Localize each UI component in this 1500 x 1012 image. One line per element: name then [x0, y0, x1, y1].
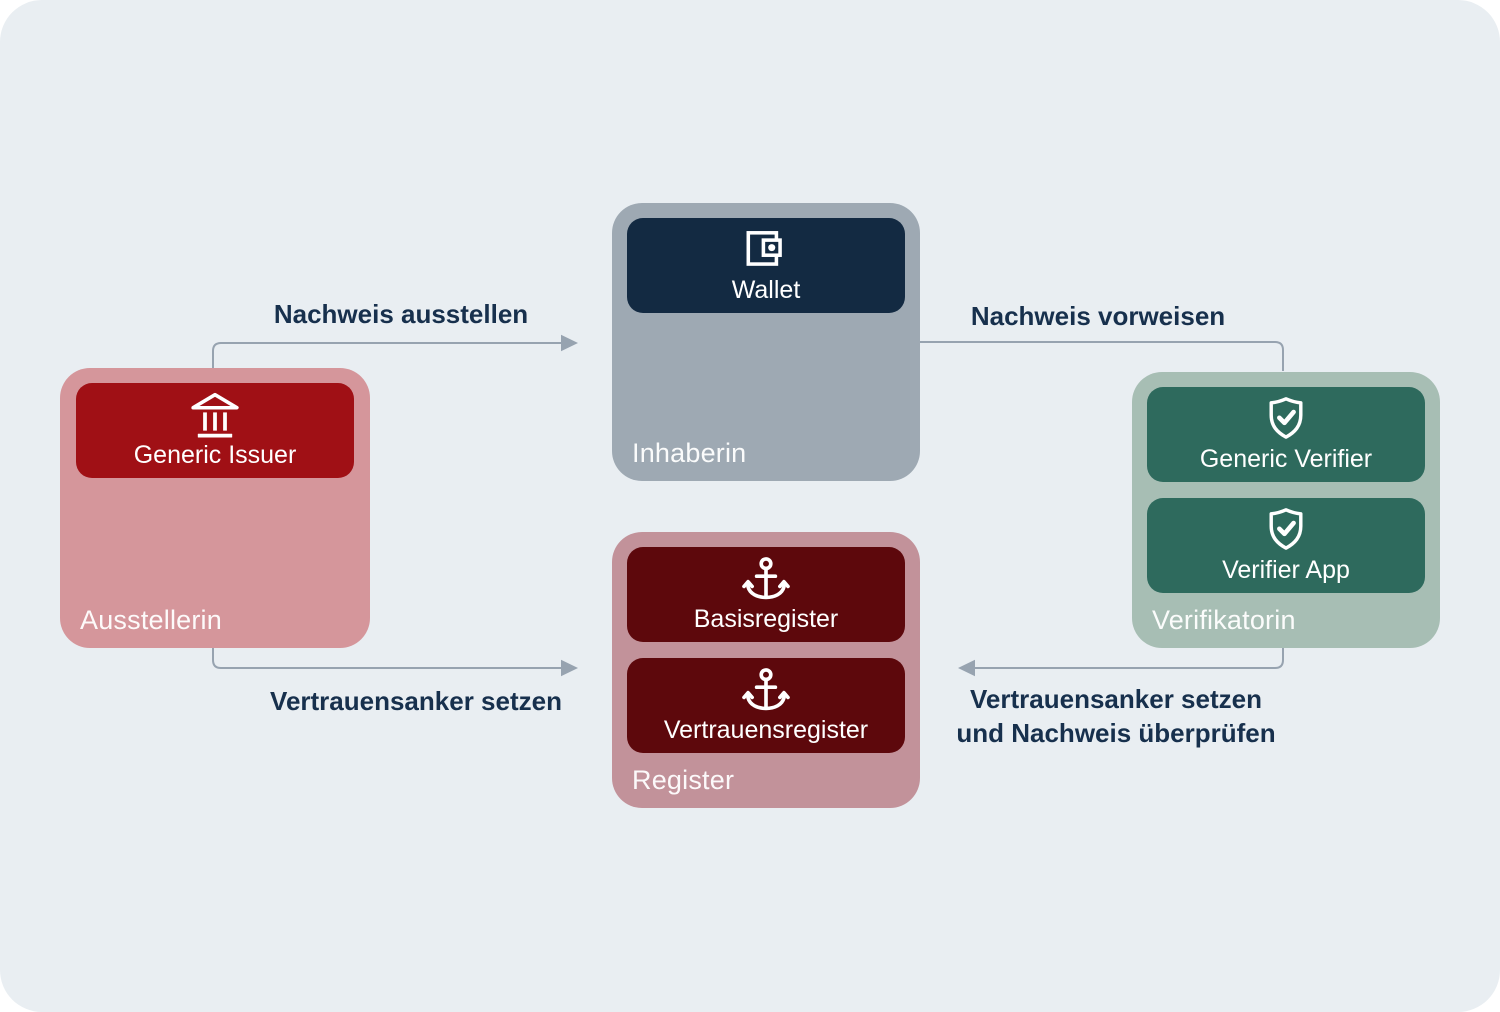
box-vertrauensregister: Vertrauensregister	[627, 658, 905, 753]
box-wallet: Wallet	[627, 218, 905, 313]
shield-check-icon	[1261, 505, 1311, 555]
box-label-basisregister: Basisregister	[693, 605, 839, 633]
actor-register: Basisregister Vertrauensregister Registe…	[612, 532, 920, 808]
arrow-trust-anchor-head	[561, 659, 578, 677]
arrow-label-verify-line2: und Nachweis überprüfen	[956, 718, 1276, 748]
anchor-icon	[741, 554, 791, 604]
box-label-verifier-app: Verifier App	[1222, 556, 1350, 584]
actor-label-register: Register	[632, 765, 735, 795]
arrow-trust-anchor-line	[212, 648, 561, 669]
wallet-icon	[741, 225, 791, 275]
actor-label-verifikatorin: Verifikatorin	[1152, 605, 1296, 635]
bank-icon	[190, 390, 240, 440]
actor-ausstellerin: Generic Issuer Ausstellerin	[60, 368, 370, 648]
arrow-label-verify: Vertrauensanker setzen und Nachweis über…	[956, 682, 1275, 750]
arrow-verify-head	[958, 659, 975, 677]
box-label-wallet: Wallet	[731, 276, 801, 304]
arrow-issue-head	[561, 334, 578, 352]
shield-check-icon	[1261, 394, 1311, 444]
box-label-generic-issuer: Generic Issuer	[133, 441, 297, 469]
anchor-icon	[741, 665, 791, 715]
box-generic-verifier: Generic Verifier	[1147, 387, 1425, 482]
box-label-vertrauensregister: Vertrauensregister	[663, 716, 869, 744]
actor-verifikatorin: Generic Verifier Verifier App Verifikato…	[1132, 372, 1440, 648]
arrow-issue-line	[212, 342, 561, 368]
box-verifier-app: Verifier App	[1147, 498, 1425, 593]
box-basisregister: Basisregister	[627, 547, 905, 642]
arrow-label-trust-anchor: Vertrauensanker setzen	[270, 686, 562, 716]
actor-label-ausstellerin: Ausstellerin	[80, 605, 222, 635]
box-generic-issuer: Generic Issuer	[76, 383, 354, 478]
actor-inhaberin: Wallet Inhaberin	[612, 203, 920, 481]
arrow-label-verify-line1: Vertrauensanker setzen	[970, 684, 1262, 714]
arrow-verify-line	[975, 648, 1284, 669]
actor-label-inhaberin: Inhaberin	[632, 438, 747, 468]
arrow-label-issue: Nachweis ausstellen	[273, 299, 529, 329]
arrow-label-present: Nachweis vorweisen	[970, 301, 1226, 331]
arrow-present-line	[920, 341, 1284, 371]
box-label-generic-verifier: Generic Verifier	[1199, 445, 1373, 473]
